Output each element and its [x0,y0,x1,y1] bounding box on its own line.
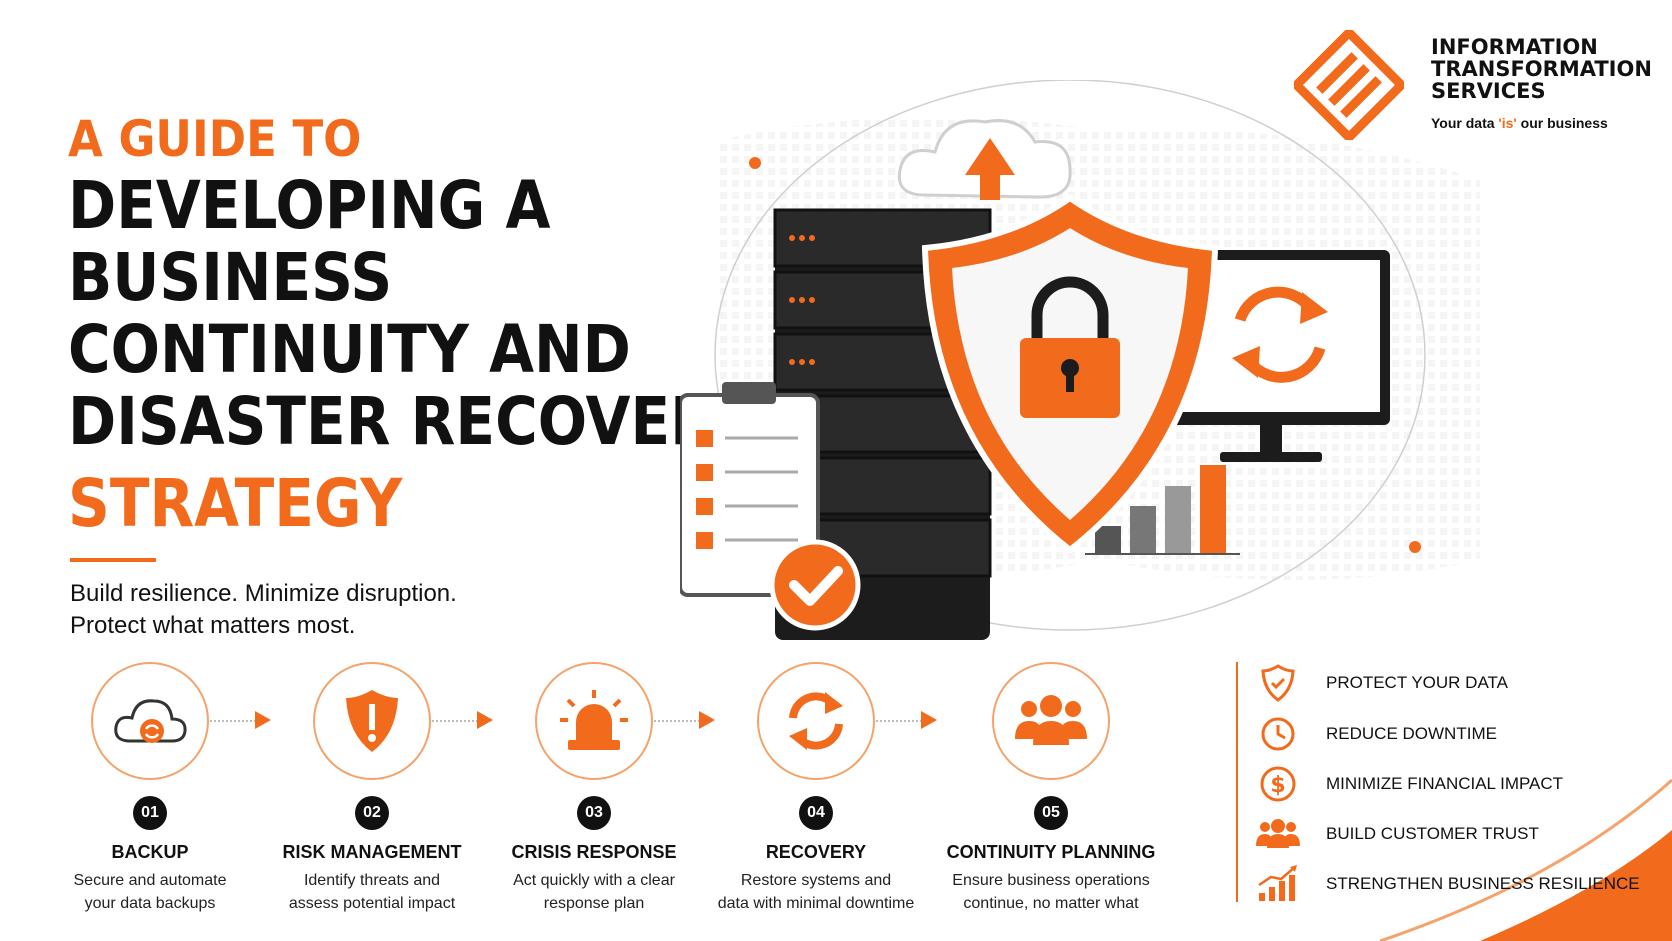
step-description-line: response plan [543,895,645,912]
security-shield-icon [921,194,1219,554]
title-prefix: A GUIDE TO [68,110,362,168]
company-name: INFORMATION TRANSFORMATION SERVICES [1431,36,1652,102]
benefit-item: REDUCE DOWNTIME [1252,712,1652,756]
benefit-label: PROTECT YOUR DATA [1326,673,1508,692]
step-description: Identify threats and assess potential imp… [252,869,492,915]
tagline: Build resilience. Minimize disruption. P… [70,578,457,642]
slogan-pre: Your data [1431,115,1499,131]
benefit-label: REDUCE DOWNTIME [1326,724,1497,743]
title-line-4: DISASTER RECOVERY [68,383,754,460]
benefit-label: BUILD CUSTOMER TRUST [1326,824,1539,843]
step-number: 01 [133,796,167,830]
step-description-line: Identify threats and [303,872,441,889]
step-icon-circle [313,662,431,780]
company-logo-icon [1294,30,1404,140]
step-recovery: 04 RECOVERY Restore systems and data with… [696,662,936,915]
shield-alert-icon [346,690,398,752]
orbit-ring [714,80,1426,631]
benefit-item: $ MINIMIZE FINANCIAL IMPACT [1252,762,1652,806]
orbit-dot [749,157,761,169]
benefit-label: STRENGTHEN BUSINESS RESILIENCE [1326,874,1640,893]
step-description-line: continue, no matter what [963,895,1139,912]
benefit-label: MINIMIZE FINANCIAL IMPACT [1326,774,1564,793]
step-connector [650,720,700,722]
step-title: CONTINUITY PLANNING [946,842,1156,862]
step-description-line: Ensure business operations [952,872,1150,889]
title-line-2: BUSINESS [68,239,393,316]
step-connector [872,720,922,722]
title-main: DEVELOPING A BUSINESS CONTINUITY AND DIS… [68,170,754,458]
company-slogan: Your data 'is' our business [1431,115,1608,131]
step-risk-management: 02 RISK MANAGEMENT Identify threats and a… [252,662,492,915]
company-name-line-3: SERVICES [1431,79,1546,103]
step-title: RECOVERY [765,842,867,862]
title-end: STRATEGY [68,465,403,542]
step-arrow-icon [921,711,937,729]
step-number: 04 [799,796,833,830]
people-icon [1256,819,1300,848]
step-icon-circle [992,662,1110,780]
step-title: CRISIS RESPONSE [511,842,677,862]
step-continuity-planning: 05 CONTINUITY PLANNING Ensure business o… [931,662,1171,915]
step-arrow-icon [477,711,493,729]
step-crisis-response: 03 CRISIS RESPONSE Act quickly with a cl… [474,662,714,915]
step-connector [428,720,478,722]
step-description-line: Secure and automate [73,872,227,889]
step-number: 05 [1034,796,1068,830]
refresh-icon [789,692,843,750]
step-description: Act quickly with a clear response plan [474,869,714,915]
cloud-sync-icon [114,699,187,743]
step-description-line: assess potential impact [288,895,456,912]
step-description-line: Act quickly with a clear [513,872,675,889]
benefit-item: PROTECT YOUR DATA [1252,661,1652,705]
step-number: 03 [577,796,611,830]
step-description-line: data with minimal downtime [717,895,915,912]
title-underline [70,558,156,562]
step-description-line: your data backups [84,895,216,912]
slogan-post: our business [1516,115,1608,131]
clock-icon [1261,717,1295,751]
checklist-clipboard-icon [680,382,820,597]
step-icon-circle [757,662,875,780]
svg-text:$: $ [1270,773,1285,798]
step-arrow-icon [699,711,715,729]
checkmark-badge-icon [769,539,861,631]
step-number: 02 [355,796,389,830]
step-title: RISK MANAGEMENT [282,842,462,862]
tagline-line-2: Protect what matters most. [70,612,356,639]
step-description-line: Restore systems and [740,872,892,889]
benefit-item: BUILD CUSTOMER TRUST [1252,812,1652,856]
step-icon-circle [91,662,209,780]
company-name-line-2: TRANSFORMATION [1431,57,1652,81]
step-backup: 01 BACKUP Secure and automate your data b… [30,662,270,915]
slogan-em: 'is' [1498,115,1517,131]
tagline-line-1: Build resilience. Minimize disruption. [70,580,457,607]
benefit-item: STRENGTHEN BUSINESS RESILIENCE [1252,862,1652,906]
orbit-dot [1409,541,1421,553]
step-description: Restore systems and data with minimal dow… [696,869,936,915]
benefits-divider [1236,662,1238,902]
team-icon [1015,695,1087,745]
shield-icon [1261,664,1295,702]
step-icon-circle [535,662,653,780]
growth-chart-icon [1258,865,1297,901]
step-description: Ensure business operations continue, no m… [931,869,1171,915]
dollar-icon: $ [1260,766,1296,802]
growth-bars-icon [1085,465,1240,555]
title-line-3: CONTINUITY AND [68,311,631,388]
step-arrow-icon [255,711,271,729]
step-connector [206,720,256,722]
cloud-upload-icon [897,119,1072,200]
hero-illustration [680,80,1426,640]
title-line-1: DEVELOPING A [68,167,551,244]
step-title: BACKUP [111,842,189,862]
company-name-line-1: INFORMATION [1431,35,1598,59]
step-description: Secure and automate your data backups [30,869,270,915]
alarm-siren-icon [560,690,628,750]
